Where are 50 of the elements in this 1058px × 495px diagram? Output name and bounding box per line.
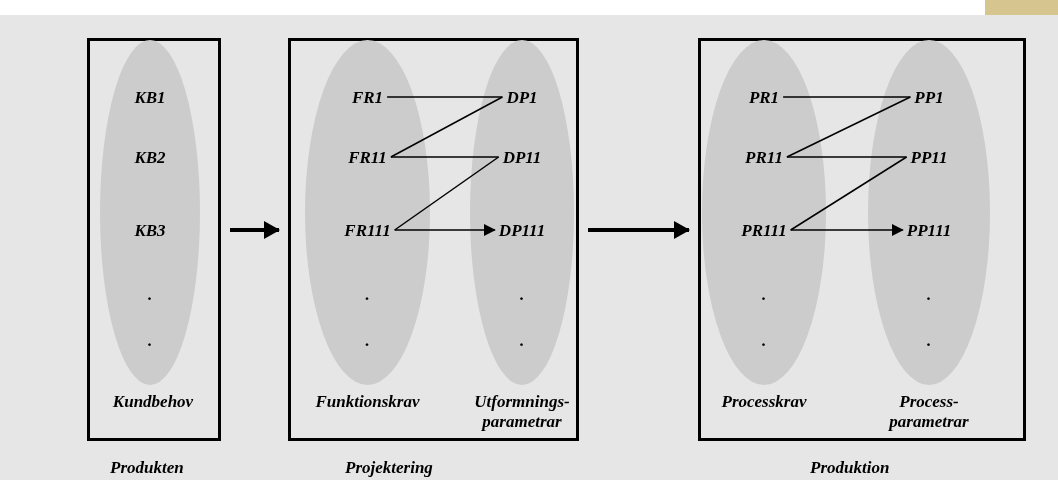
connector-line [393, 156, 500, 231]
domain-ellipse [470, 40, 574, 432]
stage-frame [288, 38, 579, 441]
domain-label: Kundbehov [111, 392, 195, 412]
requirement-label: DP1 [506, 88, 538, 106]
connector-line [786, 96, 912, 158]
requirement-label: . [519, 331, 525, 349]
requirement-label: . [761, 285, 767, 303]
stage-caption: Produkten [110, 458, 184, 478]
requirement-label: . [365, 285, 370, 303]
domain-label: Funktionskrav [314, 392, 421, 412]
requirement-label: . [761, 331, 767, 349]
requirement-label: KB2 [134, 148, 166, 166]
requirement-label: . [147, 285, 153, 303]
connector-line [386, 96, 504, 98]
requirement-label: . [926, 285, 932, 303]
requirement-label: PR11 [745, 148, 783, 166]
requirement-label: PR111 [741, 221, 787, 239]
arrow [789, 224, 904, 236]
arrow [588, 221, 690, 239]
requirement-label: KB3 [134, 221, 166, 239]
requirement-label: DP11 [502, 148, 542, 166]
connector-line [390, 96, 504, 158]
requirement-label: FR111 [344, 221, 391, 239]
connector-line [789, 156, 908, 231]
arrow [393, 224, 496, 236]
requirement-label: PP11 [910, 148, 948, 166]
domain-label: Processkrav [720, 392, 808, 412]
connector-line [782, 96, 912, 98]
requirement-label: FR1 [351, 88, 384, 106]
requirement-label: . [519, 285, 525, 303]
stage-caption: Produktion [810, 458, 890, 478]
arrow [230, 221, 280, 239]
domain-label: Process- parametrar [887, 392, 970, 432]
stage-frame [698, 38, 1026, 441]
requirement-label: . [926, 331, 932, 349]
requirement-label: KB1 [134, 88, 166, 106]
requirement-label: FR11 [348, 148, 387, 166]
requirement-label: PR1 [748, 88, 780, 106]
requirement-label: DP111 [498, 221, 546, 239]
stage-caption: Projektering [345, 458, 433, 478]
requirement-label: PP111 [906, 221, 952, 239]
domain-label: Utformnings- parametrar [473, 392, 571, 432]
connector-line [786, 156, 908, 158]
requirement-label: . [365, 331, 370, 349]
connector-line [390, 156, 500, 158]
requirement-label: . [147, 331, 153, 349]
requirement-label: PP1 [914, 88, 944, 106]
domain-ellipse [868, 40, 990, 432]
stage-frame [87, 38, 221, 441]
